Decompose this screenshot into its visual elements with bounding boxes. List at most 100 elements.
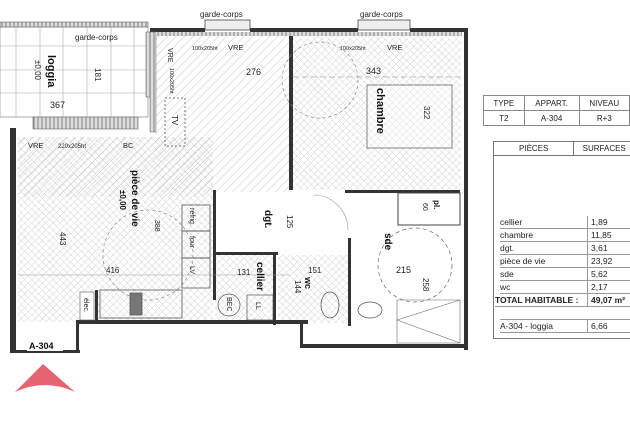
elec-panel bbox=[79, 291, 95, 321]
surfaces-header: SURFACES bbox=[582, 144, 626, 153]
top-window-2-type: VRE bbox=[387, 43, 402, 52]
sde-dim-a: 215 bbox=[396, 265, 411, 275]
room-surface: 11,85 bbox=[587, 229, 630, 241]
living-name: pièce de vie bbox=[129, 170, 140, 227]
niveau-value: R+3 bbox=[578, 110, 630, 126]
shower bbox=[396, 299, 461, 344]
boiler bbox=[217, 293, 241, 317]
side-window-type: VRE bbox=[166, 48, 173, 63]
oven-label: four bbox=[188, 236, 195, 249]
side-window-size: 100x205ht bbox=[168, 68, 174, 94]
room-surface: 5,62 bbox=[587, 268, 630, 280]
room-name: dgt. bbox=[500, 243, 515, 253]
annex-surface: 6,66 bbox=[587, 320, 630, 332]
chambre-dim-b: 322 bbox=[422, 106, 431, 120]
dgt-dim: 125 bbox=[285, 215, 294, 229]
total-value: 49,07 m² bbox=[587, 294, 630, 306]
fridge-label: réfrig. bbox=[188, 208, 195, 226]
tv-label: TV bbox=[170, 115, 179, 126]
sde-dim-b: 258 bbox=[421, 278, 430, 292]
cellier-floor bbox=[215, 255, 275, 323]
sde-name: sde bbox=[382, 233, 393, 251]
info-table: TYPE APPART. NIVEAU T2 A-304 R+3 bbox=[483, 95, 630, 126]
railing-top-2: garde-corps bbox=[357, 10, 411, 31]
railing-label: garde-corps bbox=[200, 10, 243, 19]
room-name: chambre bbox=[500, 230, 534, 240]
living-level: ±0,00 bbox=[118, 190, 127, 211]
room-surface: 2,17 bbox=[587, 281, 630, 293]
washer bbox=[246, 294, 274, 321]
annex-name: A-304 - loggia bbox=[500, 321, 553, 331]
surface-row: wc 2,17 bbox=[500, 281, 630, 294]
annex-row: A-304 - loggia 6,66 bbox=[500, 319, 630, 333]
niveau-header: NIVEAU bbox=[578, 95, 630, 111]
placard bbox=[397, 192, 461, 226]
dgt-name: dgt. bbox=[262, 210, 273, 229]
living-upper-floor bbox=[155, 35, 291, 192]
walls bbox=[10, 28, 468, 353]
room-surface: 1,89 bbox=[587, 216, 630, 228]
chambre-name: chambre bbox=[374, 88, 386, 134]
washer-label: LL bbox=[254, 302, 261, 310]
living-window-size: 220x205ht bbox=[58, 144, 86, 150]
loggia-depth: 181 bbox=[93, 68, 102, 82]
entrance-arrow-icon bbox=[15, 364, 75, 392]
living-dim-a: 276 bbox=[246, 67, 261, 77]
pieces-header: PIÈCES bbox=[494, 142, 575, 155]
total-label: TOTAL HABITABLE : bbox=[495, 295, 579, 305]
wc-name: wc bbox=[303, 276, 313, 289]
appart-value: A-304 bbox=[523, 110, 580, 126]
toilet bbox=[320, 291, 340, 319]
boiler-label: BEC bbox=[225, 297, 232, 311]
surface-row: cellier 1,89 bbox=[500, 216, 630, 229]
loggia: garde-corps loggia ±0,00 181 367 bbox=[0, 21, 155, 130]
appart-header: APPART. bbox=[523, 95, 580, 111]
elec-label: élec. bbox=[82, 298, 89, 313]
railing-top-1: garde-corps bbox=[200, 10, 251, 31]
top-window-1-size: 100x205ht bbox=[192, 46, 218, 52]
cellier-name: cellier bbox=[254, 262, 265, 291]
loggia-railing-label: garde-corps bbox=[75, 33, 118, 42]
living-dim-b: 388 bbox=[153, 220, 160, 232]
living-window-extra: BC bbox=[123, 141, 134, 150]
room-surface: 23,92 bbox=[587, 255, 630, 267]
room-surface: 3,61 bbox=[587, 242, 630, 254]
loggia-level: ±0,00 bbox=[33, 60, 42, 81]
living-turning-circle bbox=[102, 209, 194, 301]
chambre-turning-circle bbox=[281, 41, 359, 119]
living-window-type: VRE bbox=[28, 141, 43, 150]
total-row: TOTAL HABITABLE : 49,07 m² bbox=[495, 294, 630, 307]
washbasin bbox=[357, 301, 383, 319]
sde-turning-circle bbox=[377, 227, 453, 303]
door-swing bbox=[312, 194, 349, 231]
top-window-1-type: VRE bbox=[228, 43, 243, 52]
loggia-name: loggia bbox=[45, 55, 57, 88]
placard-dim: 60 bbox=[421, 203, 428, 211]
living-dim-d: 416 bbox=[106, 266, 120, 275]
surface-row: pièce de vie 23,92 bbox=[500, 255, 630, 268]
surface-row: sde 5,62 bbox=[500, 268, 630, 281]
wc-dim-a: 151 bbox=[308, 266, 322, 275]
bed bbox=[366, 84, 453, 149]
room-name: wc bbox=[500, 282, 511, 292]
wall-insulation-top bbox=[156, 32, 462, 36]
room-name: pièce de vie bbox=[500, 256, 546, 266]
dishwasher-label: LV bbox=[188, 266, 195, 274]
surface-row: dgt. 3,61 bbox=[500, 242, 630, 255]
chambre-floor bbox=[293, 35, 461, 190]
type-value: T2 bbox=[483, 110, 525, 126]
placard-name: pl. bbox=[432, 200, 441, 209]
unit-label-bg bbox=[27, 340, 63, 351]
room-name: sde bbox=[500, 269, 514, 279]
living-dim-c: 443 bbox=[58, 232, 67, 246]
chambre-dim-a: 343 bbox=[366, 66, 381, 76]
tv-unit bbox=[164, 97, 186, 147]
top-window-2-size: 100x205ht bbox=[340, 46, 366, 52]
room-name: cellier bbox=[500, 217, 523, 227]
railing-label: garde-corps bbox=[360, 10, 403, 19]
loggia-width: 367 bbox=[50, 100, 65, 110]
wc-dim-b: 144 bbox=[293, 280, 302, 294]
surface-row: chambre 11,85 bbox=[500, 229, 630, 242]
kitchen bbox=[99, 204, 211, 319]
